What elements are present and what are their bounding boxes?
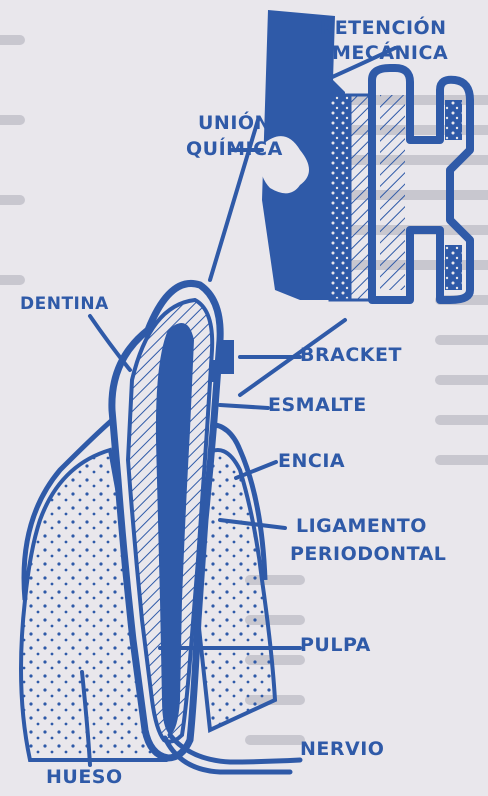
label-union-line-1: UNIÓN <box>198 110 283 136</box>
label-pulpa: PULPA <box>300 636 371 655</box>
label-retencion-line-1: RETENCIÓN <box>318 16 448 41</box>
bracket-body <box>330 68 470 300</box>
label-nervio: NERVIO <box>300 740 384 759</box>
label-bracket: BRACKET <box>300 346 402 365</box>
label-dentina: DENTINA <box>20 296 109 313</box>
label-ligamento-line-1: LIGAMENTO <box>296 512 446 540</box>
label-retencion-line-2: MECÁNICA <box>332 41 448 66</box>
label-esmalte: ESMALTE <box>268 396 367 415</box>
label-retencion-mecanica: RETENCIÓN MECÁNICA <box>318 16 448 66</box>
label-hueso: HUESO <box>46 768 123 787</box>
label-ligamento-line-2: PERIODONTAL <box>290 540 446 568</box>
label-union-line-2: QUÍMICA <box>186 136 283 162</box>
label-ligamento-periodontal: LIGAMENTO PERIODONTAL <box>290 512 446 568</box>
label-union-quimica: UNIÓN QUÍMICA <box>186 110 283 162</box>
label-encia: ENCIA <box>278 452 345 471</box>
